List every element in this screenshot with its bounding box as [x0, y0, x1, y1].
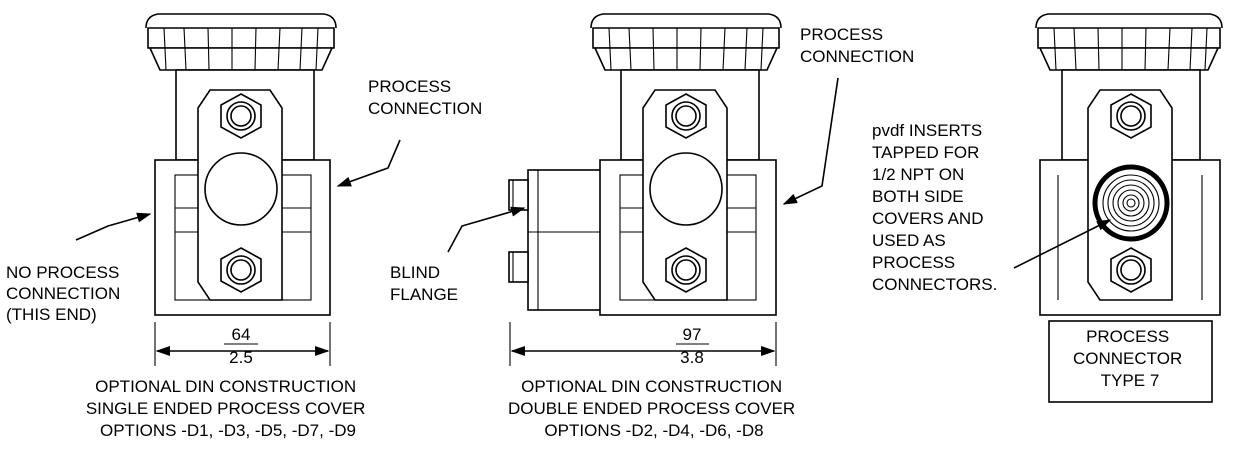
process-connection-label-1: PROCESS CONNECTION — [368, 77, 482, 118]
double-ended-view — [447, 13, 839, 366]
bolt-icon — [220, 93, 262, 139]
single-ended-view — [75, 13, 401, 366]
dimension-mm-1: 64 — [232, 325, 251, 344]
type7-view — [1013, 13, 1223, 403]
housing-cap-2 — [590, 13, 782, 71]
caption-single-ended: OPTIONAL DIN CONSTRUCTION SINGLE ENDED P… — [86, 377, 370, 440]
blind-flange-label: BLIND FLANGE — [390, 263, 458, 304]
center-boss-1 — [204, 152, 278, 226]
center-boss-2 — [649, 152, 723, 226]
pvdf-insert-note: pvdf INSERTS TAPPED FOR 1/2 NPT ON BOTH … — [872, 121, 997, 294]
housing-cap-1 — [145, 13, 337, 71]
bolt-icon — [665, 93, 707, 139]
process-connection-label-2: PROCESS CONNECTION — [800, 25, 914, 66]
connector-type-box — [1048, 320, 1213, 403]
caption-double-ended: OPTIONAL DIN CONSTRUCTION DOUBLE ENDED P… — [508, 377, 800, 440]
bolt-icon — [665, 247, 707, 293]
pvdf-insert-icon — [1092, 164, 1170, 242]
bolt-icon — [1110, 93, 1152, 139]
dimension-mm-2: 97 — [683, 325, 702, 344]
housing-cap-3 — [1035, 13, 1223, 71]
bolt-icon — [1110, 247, 1152, 293]
no-process-connection-label: NO PROCESS CONNECTION (THIS END) — [6, 263, 125, 324]
bolt-icon — [220, 247, 262, 293]
blind-flange — [508, 169, 603, 311]
dimension-in-2: 3.8 — [680, 348, 704, 367]
dimension-in-1: 2.5 — [229, 348, 253, 367]
connector-type-label: PROCESS CONNECTOR TYPE 7 — [1073, 327, 1187, 390]
